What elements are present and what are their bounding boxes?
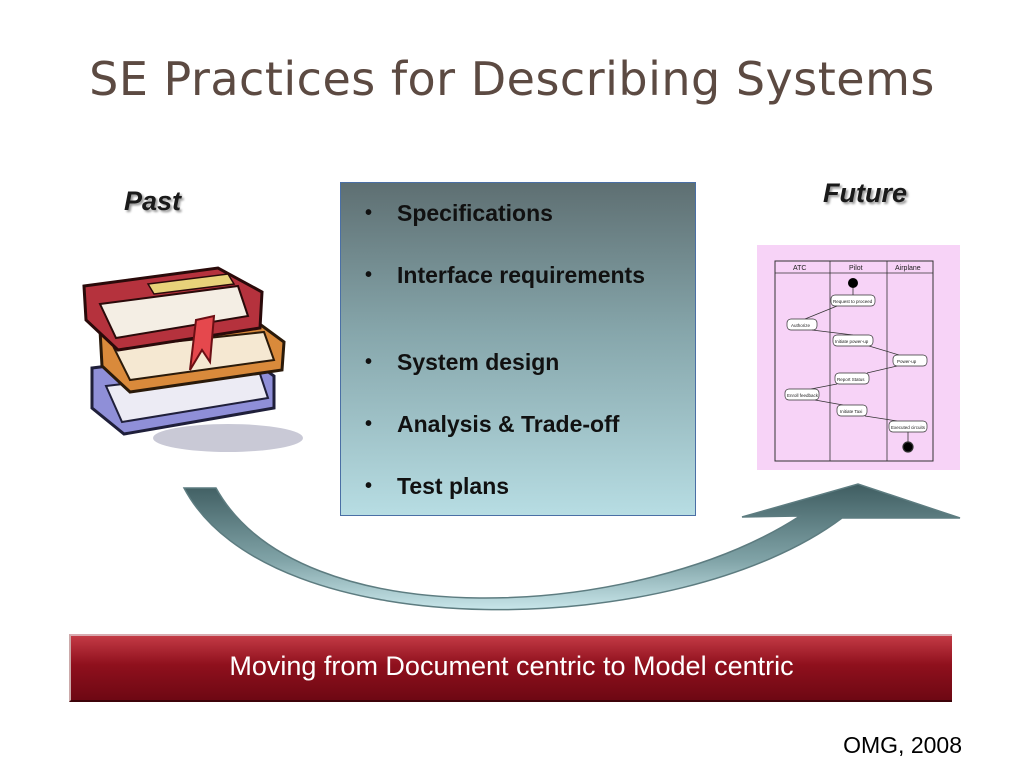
bullet-icon: • <box>365 264 373 286</box>
practices-box: • Specifications • Interface requirement… <box>340 182 696 516</box>
banner-text: Moving from Document centric to Model ce… <box>229 651 794 681</box>
bullet-icon: • <box>365 413 373 435</box>
slide-title: SE Practices for Describing Systems <box>89 52 935 106</box>
bullet-icon: • <box>365 202 373 224</box>
action-label: Power-up <box>897 359 917 364</box>
action-label: Executed circuits <box>891 425 926 430</box>
action-label: Report Status <box>837 377 865 382</box>
stack-of-books-icon <box>82 266 303 452</box>
practice-item: • Analysis & Trade-off <box>365 411 620 437</box>
practice-item: • Specifications <box>365 200 553 226</box>
citation: OMG, 2008 <box>843 732 962 758</box>
bullet-icon: • <box>365 351 373 373</box>
action-label: Initiate power-up <box>835 339 869 344</box>
future-label: Future <box>823 178 907 208</box>
lane-label: ATC <box>793 265 806 272</box>
summary-banner: Moving from Document centric to Model ce… <box>69 634 952 702</box>
lane-label: Pilot <box>849 265 863 272</box>
action-label: Initiate Taxi <box>840 409 862 414</box>
activity-diagram-icon: ATC Pilot Airplane Request to proceed Au… <box>757 245 960 470</box>
past-label: Past <box>124 186 182 216</box>
bullet-icon: • <box>365 475 373 497</box>
lane-label: Airplane <box>895 265 921 272</box>
action-label: Authorize <box>791 323 811 328</box>
action-label: Enroll feedback <box>787 393 819 398</box>
practice-item: • System design <box>365 349 560 375</box>
action-label: Request to proceed <box>833 299 873 304</box>
practice-item: • Test plans <box>365 473 510 499</box>
practice-item: • Interface requirements <box>365 262 645 288</box>
